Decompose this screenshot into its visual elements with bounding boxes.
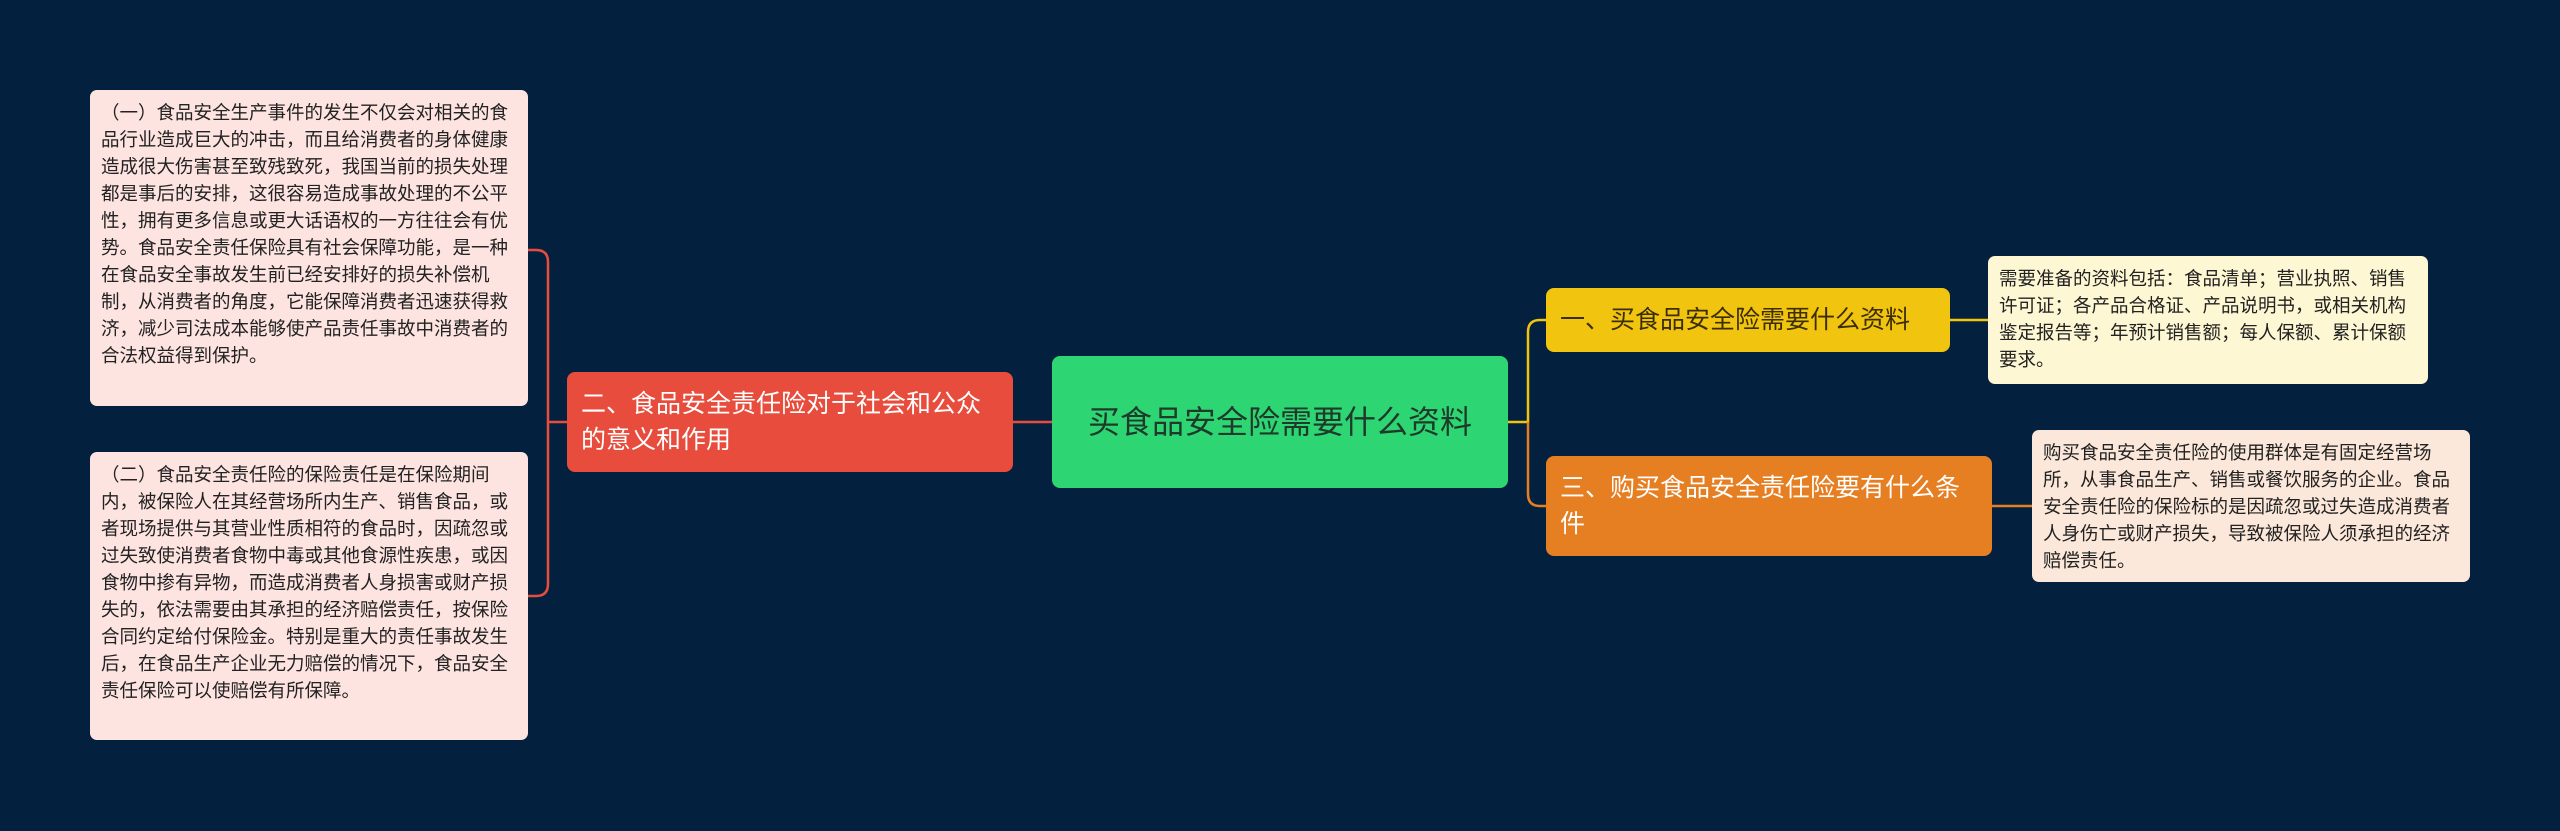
branch-purchase-conditions[interactable]: 三、购买食品安全责任险要有什么条件 bbox=[1546, 456, 1992, 556]
branch-social-significance-label: 二、食品安全责任险对于社会和公众的意义和作用 bbox=[581, 389, 982, 454]
connector-center-to-right-branch-3 bbox=[1526, 422, 1546, 508]
leaf-purchase-conditions-text: 购买食品安全责任险的使用群体是有固定经营场所，从事食品生产、销售或餐饮服务的企业… bbox=[2043, 443, 2451, 572]
leaf-required-materials-text: 需要准备的资料包括：食品清单；营业执照、销售许可证；各产品合格证、产品说明书，或… bbox=[1999, 269, 2407, 371]
leaf-required-materials[interactable]: 需要准备的资料包括：食品清单；营业执照、销售许可证；各产品合格证、产品说明书，或… bbox=[1988, 256, 2428, 384]
leaf-note-one[interactable]: （一）食品安全生产事件的发生不仅会对相关的食品行业造成巨大的冲击，而且给消费者的… bbox=[90, 90, 528, 406]
leaf-purchase-conditions[interactable]: 购买食品安全责任险的使用群体是有固定经营场所，从事食品生产、销售或餐饮服务的企业… bbox=[2032, 430, 2470, 582]
branch-required-materials[interactable]: 一、买食品安全险需要什么资料 bbox=[1546, 288, 1950, 352]
connector-left-branch-to-leaf-1 bbox=[528, 248, 567, 424]
leaf-note-two-text: （二）食品安全责任险的保险责任是在保险期间内，被保险人在其经营场所内生产、销售食… bbox=[101, 465, 509, 702]
leaf-note-two[interactable]: （二）食品安全责任险的保险责任是在保险期间内，被保险人在其经营场所内生产、销售食… bbox=[90, 452, 528, 740]
leaf-note-one-text: （一）食品安全生产事件的发生不仅会对相关的食品行业造成巨大的冲击，而且给消费者的… bbox=[101, 103, 509, 367]
connector-center-to-right-branch-1 bbox=[1508, 318, 1546, 424]
branch-social-significance[interactable]: 二、食品安全责任险对于社会和公众的意义和作用 bbox=[567, 372, 1013, 472]
central-topic-label: 买食品安全险需要什么资料 bbox=[1087, 403, 1472, 441]
branch-purchase-conditions-label: 三、购买食品安全责任险要有什么条件 bbox=[1560, 473, 1961, 538]
connector-left-branch-to-leaf-2 bbox=[528, 422, 550, 598]
central-topic[interactable]: 买食品安全险需要什么资料 bbox=[1052, 356, 1508, 488]
branch-required-materials-label: 一、买食品安全险需要什么资料 bbox=[1560, 305, 1911, 334]
